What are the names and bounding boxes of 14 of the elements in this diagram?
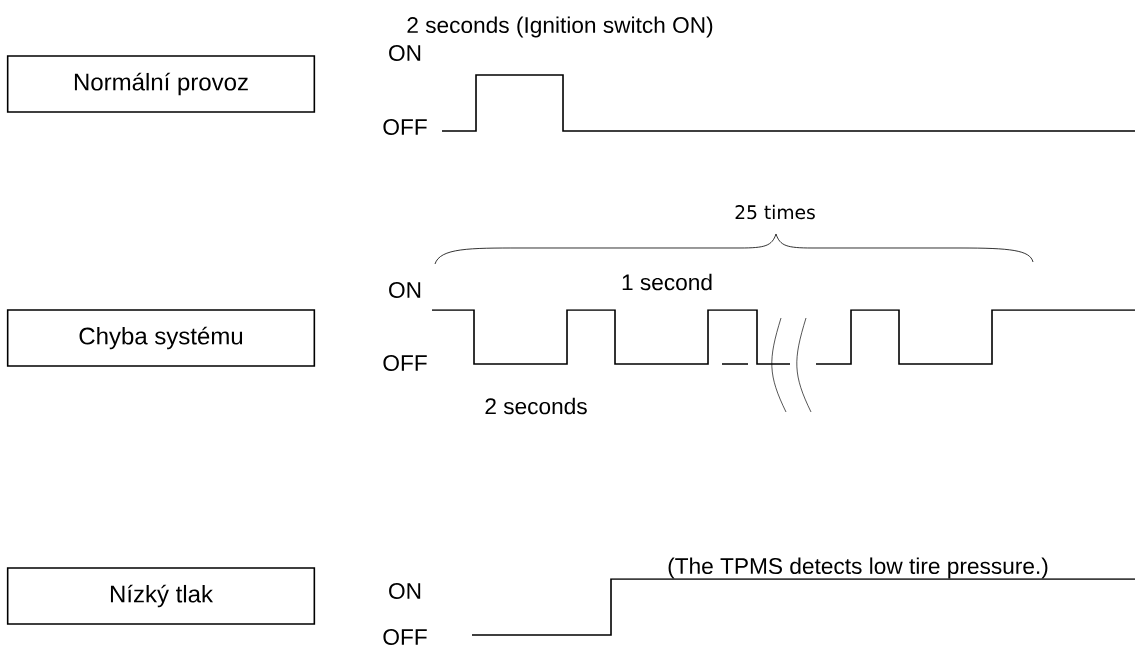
- count-label: 25 times: [735, 204, 815, 220]
- state-label: ON: [389, 281, 421, 299]
- state-label: ON: [389, 582, 421, 600]
- timing-label: 2 seconds: [485, 397, 587, 415]
- state-box: Nízký tlak: [6, 567, 316, 625]
- state-label: OFF: [383, 354, 427, 372]
- note: (The TPMS detects low tire pressure.): [668, 557, 1048, 579]
- state-label: ON: [389, 44, 421, 62]
- state-label: OFF: [383, 628, 427, 646]
- timing-label: 2 seconds (Ignition switch ON): [407, 16, 713, 38]
- state-label: OFF: [383, 118, 427, 136]
- timing-label: 1 second: [622, 273, 712, 291]
- state-box: Chyba systému: [6, 309, 316, 367]
- state-box: Normální provoz: [6, 55, 316, 113]
